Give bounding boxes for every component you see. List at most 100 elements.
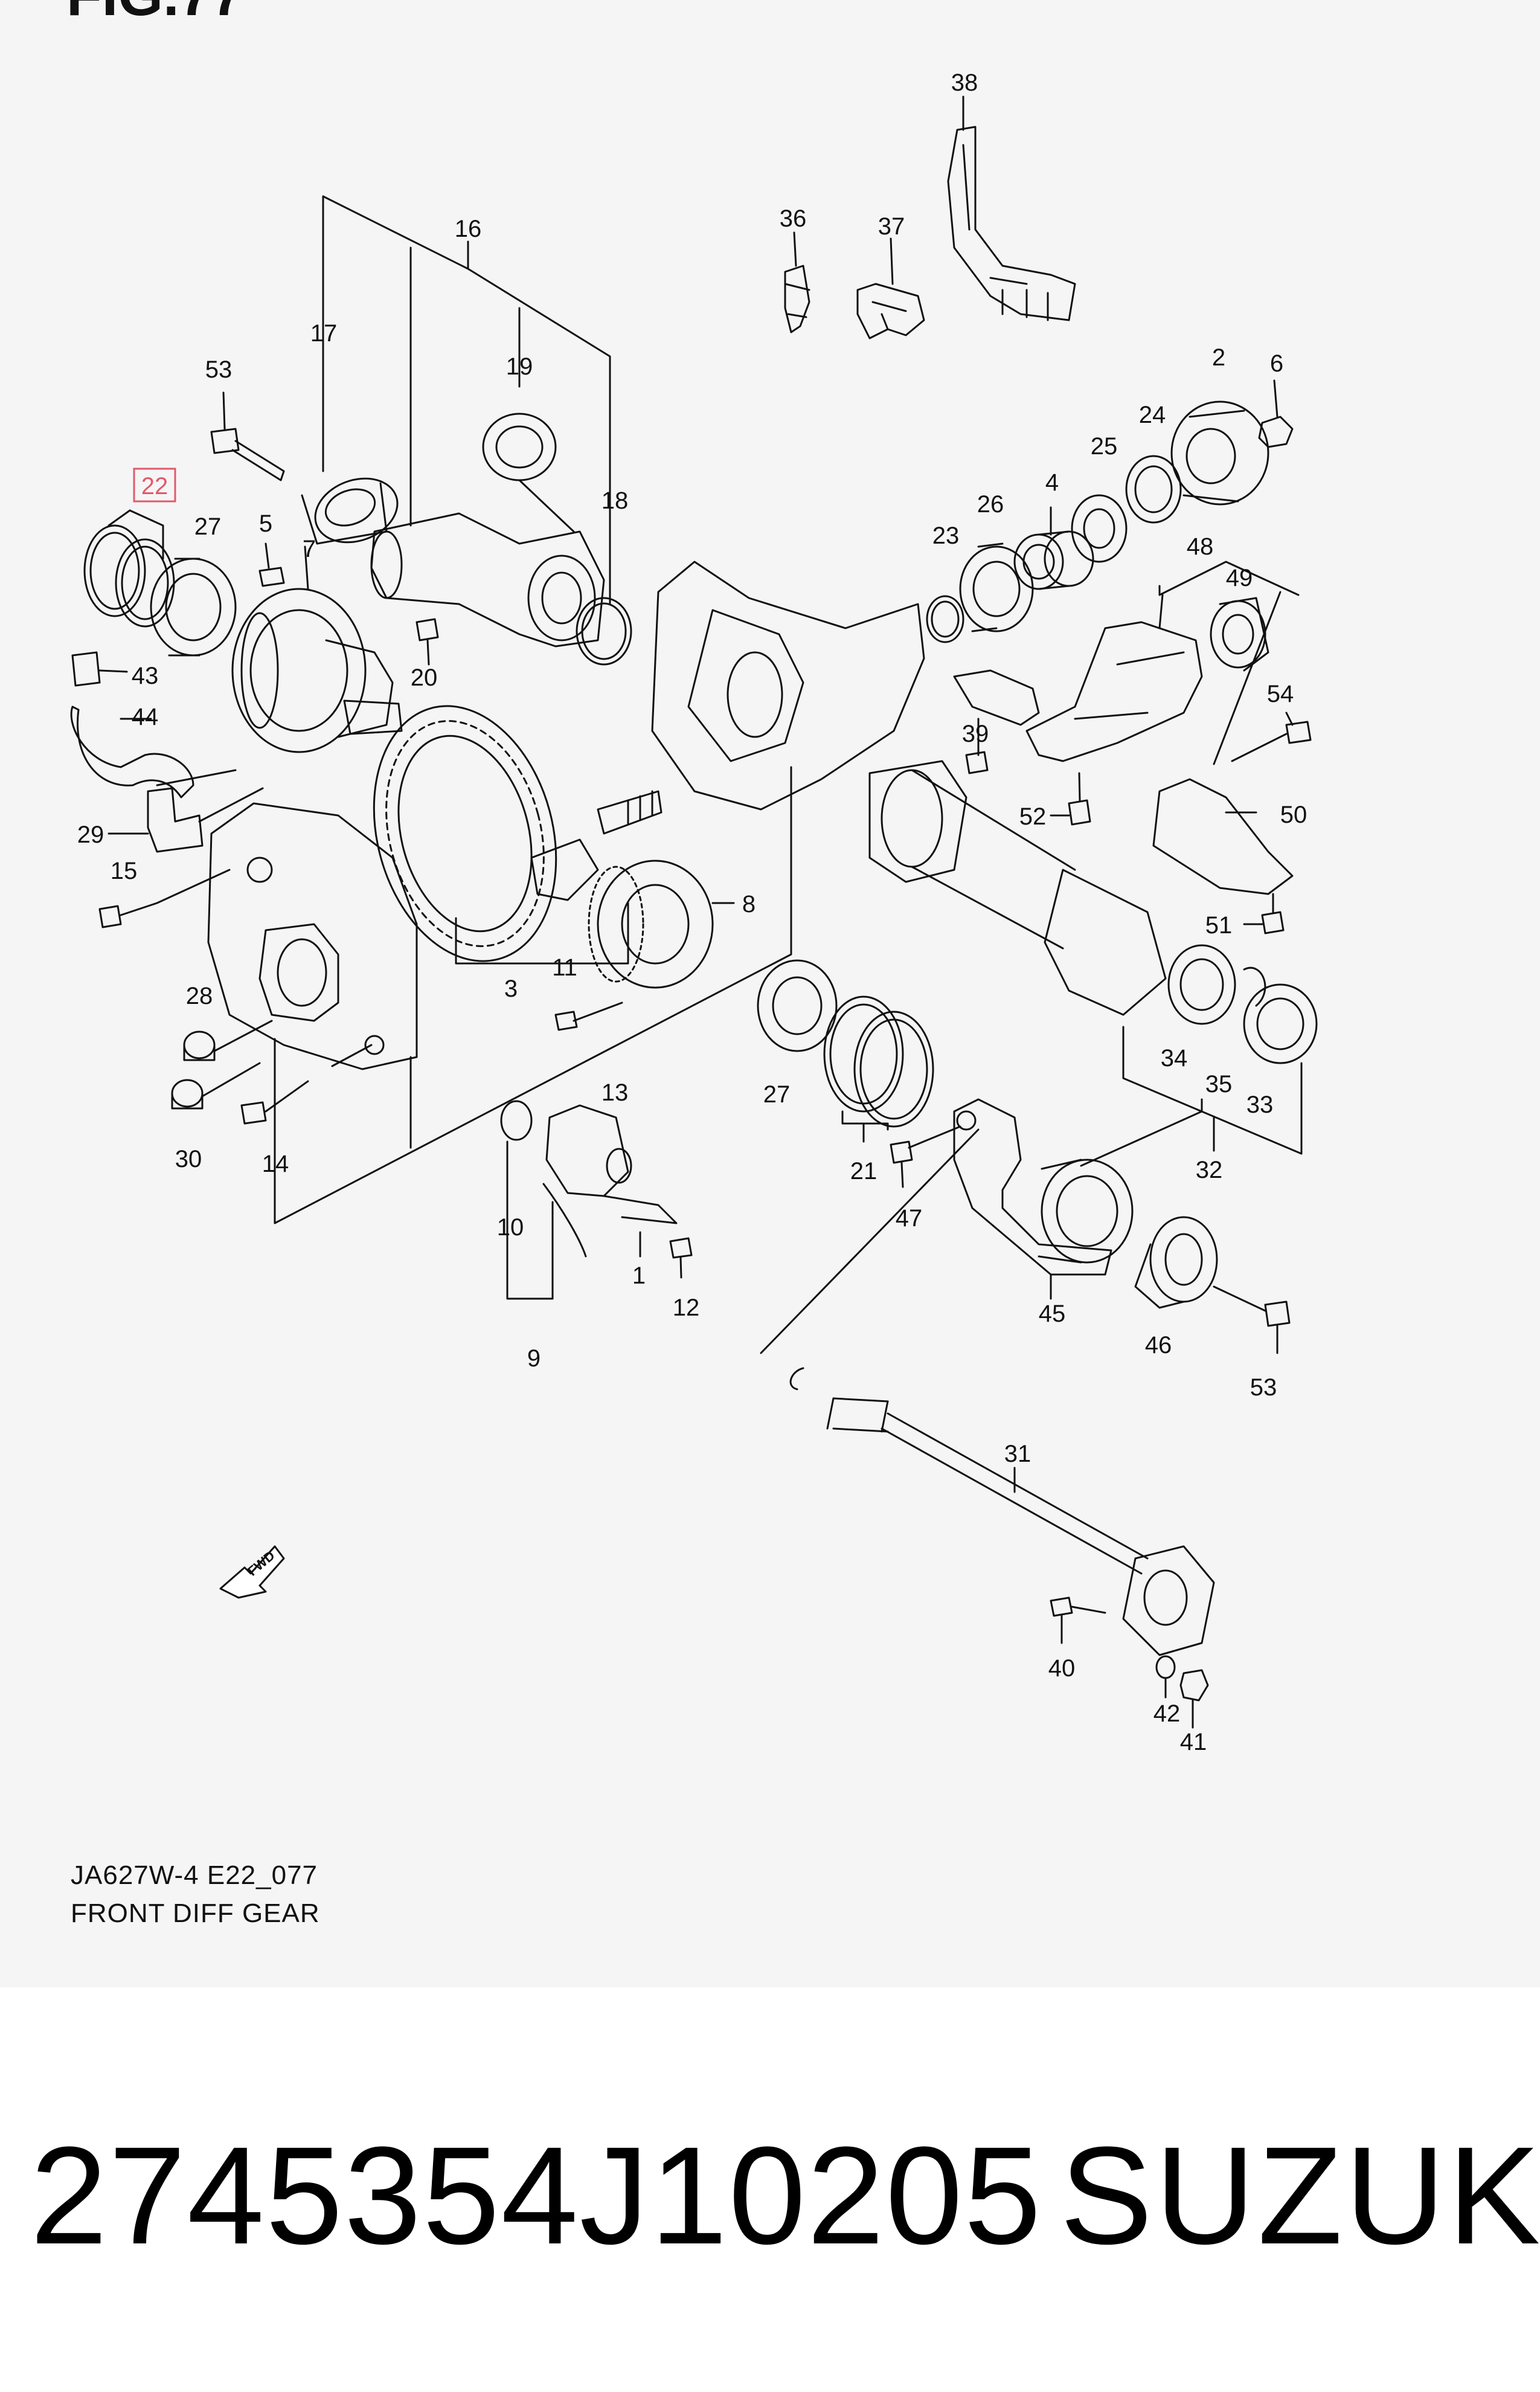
part-22-rings [83,509,175,628]
part-21-rings [823,995,934,1143]
callout-label: 1 [632,1262,646,1289]
callout-label: 46 [1145,1332,1172,1358]
callout-label: 40 [1048,1655,1076,1682]
figure-title: FIG.77 [66,0,243,29]
callout-label: 7 [303,536,316,562]
callout-label: 53 [1250,1374,1277,1401]
part-28-plug [183,1020,273,1061]
part-30-plug [171,1062,261,1110]
part-47-bolt [890,1125,961,1188]
callout-label: 45 [1039,1300,1066,1327]
part-46-bushing [1134,1216,1218,1309]
callout-label: 27 [763,1081,791,1108]
callout-label: 48 [1187,533,1214,560]
callout-label: 11 [552,954,577,981]
part-27-bearing-left [150,558,237,657]
part-13-carrier-case [207,766,792,1224]
callout-label: 18 [602,487,629,514]
part-49-bushing [1210,597,1269,672]
callout-label: 42 [1153,1700,1181,1727]
part-1-actuator [542,1104,678,1258]
callout-label: 4 [1045,469,1059,496]
highlight-box [133,468,176,503]
callout-label: 33 [1246,1092,1274,1118]
part-52-bolt [1050,772,1091,826]
part-15-bolt [98,869,231,928]
part-8-sensor-ring [588,860,735,989]
callout-label: 43 [132,663,159,689]
part-18-oring [576,597,632,666]
part-center-housing [651,561,925,811]
callout-label: 51 [1205,912,1233,939]
part-39-bracket [953,669,1040,774]
callout-label: 47 [896,1205,923,1232]
callout-label: 13 [602,1079,629,1106]
part-4-collar [1013,506,1094,590]
callout-label: 14 [262,1151,289,1177]
callout-label: 23 [932,522,960,549]
callout-label: 39 [962,721,989,747]
part-44-hose [70,706,194,799]
part-6-nut [1258,379,1294,448]
figure-code: JA627W-4 E22_077 [71,1860,318,1890]
part-53-bolt-lower [1213,1285,1291,1354]
part-axle-tube [868,760,1167,1016]
callout-label: 35 [1205,1071,1233,1098]
callout-label: 9 [527,1345,541,1372]
diagram-sheet [0,0,1540,1987]
callout-label: 16 [455,216,482,242]
callout-label: 10 [497,1214,524,1241]
callout-label: 19 [506,353,533,380]
part-17-bushing [301,477,399,545]
part-41-nut [1179,1669,1209,1729]
callout-label: 36 [780,205,807,232]
figure-name: FRONT DIFF GEAR [71,1898,320,1928]
callout-label: 17 [310,320,338,347]
part-43-plug [71,651,128,687]
callout-label: 30 [175,1146,202,1172]
callout-label: 38 [951,69,978,96]
part-40-bolt [1050,1596,1106,1644]
part-54-bolt [1231,712,1312,762]
part-42-washer [1155,1655,1176,1699]
part-2-flange [1170,400,1269,506]
fwd-arrow-icon [219,1545,285,1599]
callout-label: 26 [977,491,1004,518]
callout-label: 29 [77,821,104,848]
part-29-bracket [107,787,204,853]
part-14-bolt [240,1044,373,1125]
part-26-bearing [959,542,1034,632]
part-34-seal [1167,944,1236,1025]
part-25-bearing [1071,494,1128,563]
part-16-housing [370,512,605,648]
callout-label: 12 [673,1294,700,1321]
callout-label-highlighted: 22 [141,473,168,500]
part-7-diff-case [231,545,403,753]
part-51-bolt [1243,893,1285,934]
part-38-bracket [947,95,1076,321]
part-53-bolt [210,391,285,481]
part-24-seal [1125,455,1182,524]
part-20-bolt [415,618,439,666]
part-48-mount [1025,561,1300,762]
product-banner [0,1987,1540,2392]
callout-label: 6 [1270,350,1283,377]
callout-label: 20 [411,664,438,691]
callout-label: 52 [1019,803,1047,830]
callout-label: 2 [1212,344,1225,371]
callout-label: 32 [1196,1157,1223,1183]
callout-label: 37 [878,213,905,240]
part-11-bolt [554,1001,623,1031]
callout-label: 21 [850,1158,877,1185]
exploded-parts-diagram: 38 36 37 16 17 19 53 2 6 24 25 22 18 26 … [70,69,1318,1755]
callout-label: 41 [1180,1729,1207,1755]
callout-label: 24 [1139,402,1166,428]
part-3-ring-gear [373,705,663,965]
callout-label: 53 [205,356,233,383]
callout-label: 8 [742,891,756,918]
callout-label: 27 [194,513,222,540]
part-19-seal [482,413,575,533]
callout-label: 54 [1267,681,1294,707]
part-33-seal [1122,983,1318,1155]
part-16-bracket-lines [322,195,611,605]
